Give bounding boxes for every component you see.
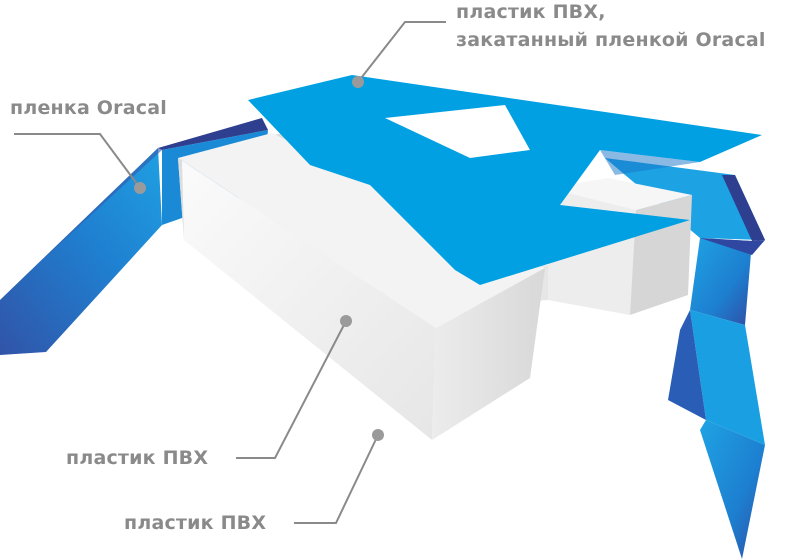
label-top-line2: закатанный пленкой Oracal	[456, 28, 766, 52]
label-pvc-bottom: пластик ПВХ	[124, 511, 266, 535]
leader-pvc-bottom	[294, 429, 384, 523]
label-top-line1: пластик ПВХ,	[456, 0, 606, 24]
label-film: пленка Oracal	[10, 96, 167, 120]
label-pvc-side: пластик ПВХ	[66, 446, 208, 470]
